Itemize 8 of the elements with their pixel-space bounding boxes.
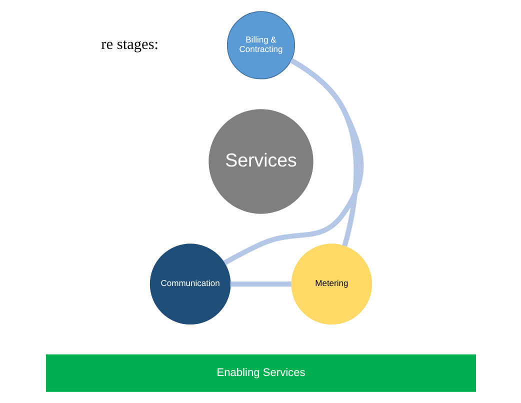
connector (222, 58, 364, 266)
label: re stages: (100, 36, 158, 53)
node-circle: Metering (290, 244, 372, 325)
node-box: Enabling Services (45, 354, 476, 392)
connector (230, 282, 291, 287)
node-circle: Services (208, 109, 313, 214)
node-circle: Billing & Contracting (226, 11, 295, 80)
node-circle: Communication (149, 244, 230, 325)
